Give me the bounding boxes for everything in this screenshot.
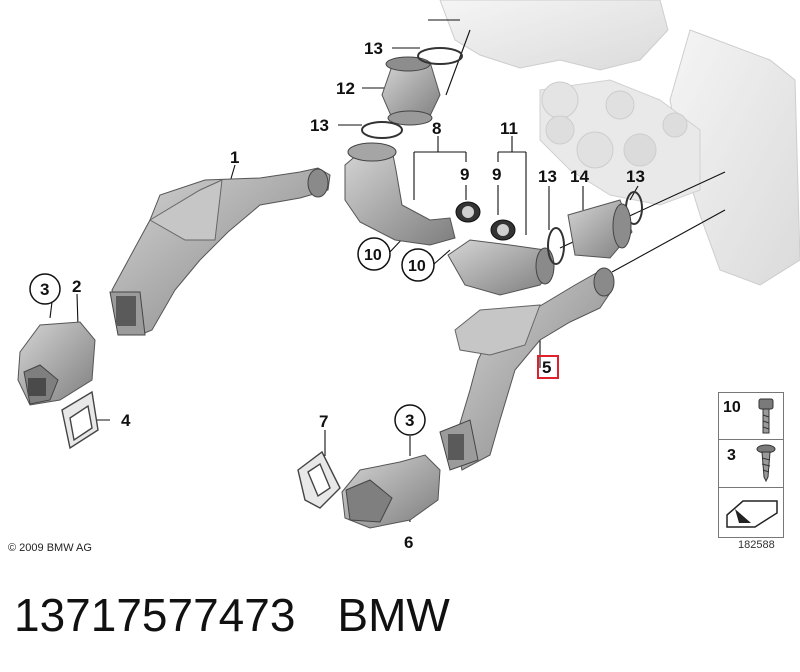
part-1-air-duct <box>109 167 331 336</box>
callout-11: 11 <box>500 119 518 138</box>
bolt-icon <box>758 398 774 434</box>
callout-5: 5 <box>542 358 551 377</box>
part-9-seal-ring-b <box>490 219 516 241</box>
callout-10-circle-a <box>357 237 391 271</box>
part-5-air-duct <box>439 267 615 471</box>
callout-3-circle-a <box>29 273 61 305</box>
fastener-legend: 10 3 <box>718 392 784 538</box>
part-8-elbow-duct <box>344 142 456 246</box>
part-13-clamp-top <box>417 47 463 65</box>
screw-icon <box>756 444 776 483</box>
part-7-frame <box>297 450 341 509</box>
part-number: 13717577473 <box>14 589 296 641</box>
part-6-air-inlet-boot <box>341 454 441 529</box>
callout-6: 6 <box>404 533 413 552</box>
part-4-bracket <box>61 390 99 450</box>
caption: 13717577473 BMW <box>14 588 450 642</box>
arrow-icon <box>726 500 778 528</box>
callout-13b: 13 <box>310 116 329 135</box>
callout-8: 8 <box>432 119 441 138</box>
part-12-hose <box>381 56 441 126</box>
callout-3-circle-b <box>394 404 426 436</box>
part-9-seal-ring-a <box>455 201 481 223</box>
callout-4: 4 <box>121 411 131 430</box>
part-13-clamp-mid <box>361 121 403 139</box>
callout-13a: 13 <box>364 39 383 58</box>
callout-3b: 3 <box>405 411 414 430</box>
legend-label-10: 10 <box>723 399 741 416</box>
parts-diagram: 1 3 2 4 5 6 7 3 8 9 9 10 10 11 12 13 13 … <box>17 0 800 552</box>
callout-13c: 13 <box>538 167 557 186</box>
part-14-sleeve <box>567 199 633 259</box>
brand-name: BMW <box>337 589 450 641</box>
reference-number: 182588 <box>738 539 775 551</box>
callout-13d: 13 <box>626 167 645 186</box>
callout-10b: 10 <box>408 258 426 275</box>
callout-9a: 9 <box>460 165 469 184</box>
legend-divider-1 <box>719 439 783 440</box>
callout-14: 14 <box>570 167 589 186</box>
callout-12: 12 <box>336 79 355 98</box>
legend-label-3: 3 <box>727 447 736 464</box>
callout-10-circle-b <box>401 248 435 282</box>
callout-9b: 9 <box>492 165 501 184</box>
part-2-air-inlet-boot <box>17 321 96 406</box>
callout-3a: 3 <box>40 280 49 299</box>
part-13-clamp-right-a <box>547 227 565 265</box>
callout-5-highlight-box <box>537 355 559 379</box>
callout-10a: 10 <box>364 247 382 264</box>
copyright-notice: © 2009 BMW AG <box>8 542 92 554</box>
callout-1: 1 <box>230 148 239 167</box>
engine-background <box>439 0 800 286</box>
callout-7: 7 <box>319 412 328 431</box>
part-11-elbow-pipe <box>447 239 555 296</box>
callout-2: 2 <box>72 277 81 296</box>
legend-divider-2 <box>719 487 783 488</box>
